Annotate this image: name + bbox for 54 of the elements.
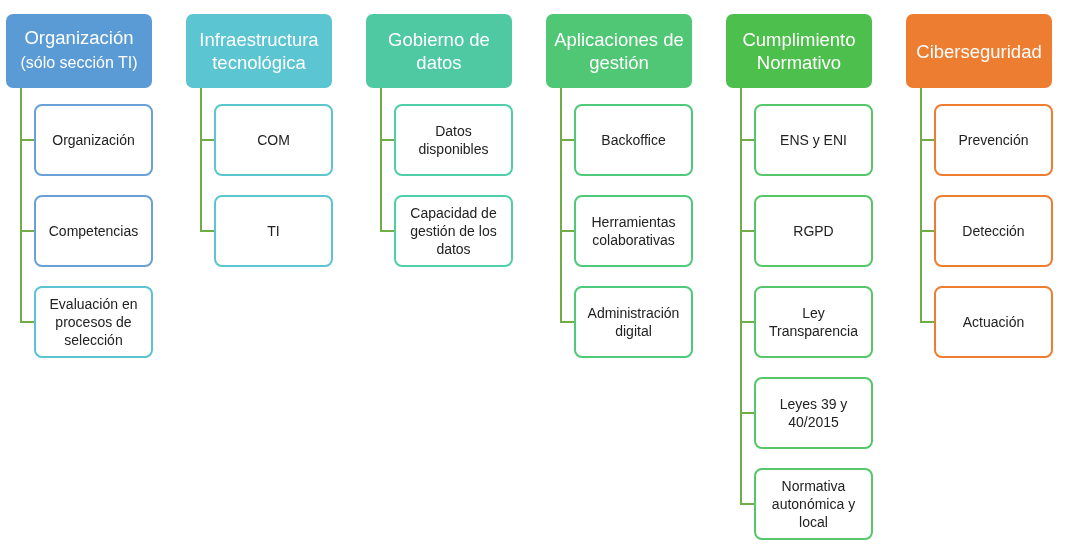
item-text: Leyes 39 y 40/2015 <box>778 395 849 431</box>
category-header <box>546 14 692 88</box>
item-text: TI <box>267 222 280 240</box>
item-text: Prevención <box>958 131 1029 149</box>
header-text: Cumplimiento Normativo <box>741 28 857 74</box>
item-text: COM <box>257 131 290 149</box>
item-box <box>754 195 873 267</box>
item-box <box>574 104 693 176</box>
item-text: Backoffice <box>601 131 666 149</box>
item-box <box>754 104 873 176</box>
connector-line <box>200 87 215 232</box>
item-text: Evaluación en procesos de selección <box>48 295 139 349</box>
header-text: (sólo sección TI) <box>20 52 138 73</box>
item-box <box>754 377 873 449</box>
item-box <box>34 195 153 267</box>
item-text: Normativa autonómica y local <box>770 477 857 531</box>
item-box <box>754 468 873 540</box>
category-header <box>186 14 332 88</box>
item-box <box>934 104 1053 176</box>
item-box <box>574 286 693 358</box>
category-header <box>726 14 872 88</box>
item-text: Ley Transparencia <box>768 304 859 340</box>
item-text: Administración digital <box>586 304 681 340</box>
header-text: Infraestructura tecnológica <box>198 28 320 74</box>
header-text: Aplicaciones de gestión <box>553 28 685 74</box>
item-text: RGPD <box>793 222 834 240</box>
item-text: Herramientas colaborativas <box>590 213 677 249</box>
category-header <box>366 14 512 88</box>
header-text: Gobierno de datos <box>387 28 491 74</box>
item-box <box>34 286 153 358</box>
connector-line <box>560 87 575 323</box>
item-text: Capacidad de gestión de los datos <box>409 204 498 258</box>
item-box <box>34 104 153 176</box>
item-box <box>214 195 333 267</box>
item-box <box>394 195 513 267</box>
connector-line <box>380 87 395 232</box>
item-box <box>934 195 1053 267</box>
item-text: ENS y ENI <box>780 131 847 149</box>
item-box <box>574 195 693 267</box>
item-box <box>754 286 873 358</box>
item-text: Organización <box>52 131 135 149</box>
item-text: Competencias <box>48 222 139 240</box>
header-text: Organización <box>24 25 134 49</box>
connector-line <box>20 87 35 323</box>
category-header <box>6 14 152 88</box>
item-box <box>214 104 333 176</box>
item-text: Datos disponibles <box>417 122 490 158</box>
category-header <box>906 14 1052 88</box>
item-box <box>394 104 513 176</box>
connector-line <box>920 87 935 323</box>
item-box <box>934 286 1053 358</box>
item-text: Detección <box>962 222 1025 240</box>
header-text: Ciberseguridad <box>916 39 1042 63</box>
item-text: Actuación <box>962 313 1025 331</box>
